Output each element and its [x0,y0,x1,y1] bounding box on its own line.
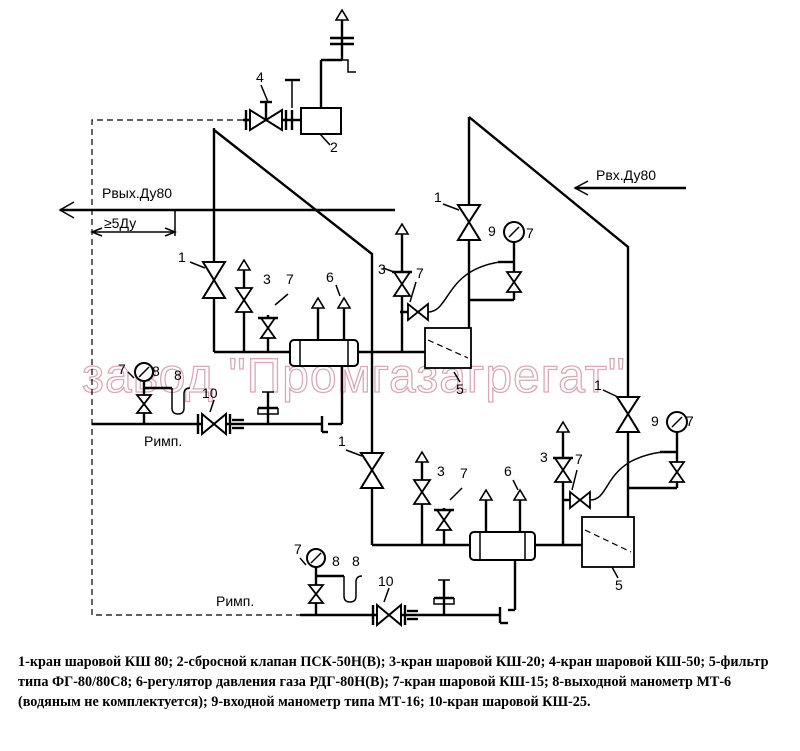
outlet-pressure-label: Pвых.Ду80 [102,185,172,201]
callout-7: 7 [118,361,126,377]
purge-valve-3-lower-left [412,450,432,545]
impulse-line-upper [92,391,342,437]
gas-filter-5-lower [581,516,635,579]
valve-7-upper-filter-side [400,261,501,322]
callout-3: 3 [540,449,548,465]
callout-3: 3 [378,261,386,277]
impulse-pressure-label-lower: Pимп. [216,593,254,609]
distance-label: ≥5Ду [104,215,136,231]
upper-line [214,312,471,354]
valve-7-upper-regulator [258,293,289,352]
callout-2: 2 [330,139,338,155]
callout-3: 3 [437,463,445,479]
callout-7: 7 [294,541,302,557]
callout-4: 4 [256,69,264,85]
callout-8: 8 [152,363,160,379]
valve-7-lower-regulator [434,487,463,545]
inlet-gauge-9-upper [469,221,525,302]
callout-8: 8 [332,553,340,569]
callout-5: 5 [456,381,464,397]
purge-valve-3-upper-right [382,222,412,352]
callout-7: 7 [416,265,424,281]
impulse-dashed-line [91,119,300,616]
callout-7: 7 [526,225,534,241]
impulse-pressure-label-upper: Pимп. [144,433,182,449]
outlet-gauge-group-upper [127,362,191,424]
valve-7-lower-filter-side [562,451,663,510]
callout-1: 1 [594,377,602,393]
callout-10: 10 [378,573,394,589]
callout-5: 5 [615,577,623,593]
callout-3: 3 [263,271,271,287]
ball-valve-1-lower-right [602,389,641,433]
purge-valve-3-upper-left [234,258,254,352]
relief-valve-2 [300,8,356,146]
callout-1: 1 [338,433,346,449]
inlet-gauge-9-lower [628,411,688,490]
outlet-gauge-group-lower [299,548,363,615]
pressure-regulator-6-lower [469,479,536,610]
ball-valve-1-upper-right [442,203,482,241]
callout-9: 9 [488,223,496,239]
callout-9: 9 [651,413,659,429]
impulse-line-lower [300,579,515,628]
ball-valve-1-lower-left [345,449,385,489]
gas-regulator-scheme: завод "Промгазагрегат" [58,8,694,628]
callout-6: 6 [326,269,334,285]
callout-6: 6 [504,463,512,479]
callout-10: 10 [202,385,218,401]
callout-7: 7 [686,413,694,429]
pressure-regulator-6-upper [289,284,359,424]
callout-7: 7 [575,451,583,467]
ball-valve-4 [243,78,301,132]
purge-valve-3-lower-right [553,420,573,545]
callout-8: 8 [352,553,360,569]
callout-7: 7 [460,465,468,481]
ball-valve-1-upper-left [189,261,227,299]
callout-1: 1 [434,189,442,205]
callout-1: 1 [178,249,186,265]
legend-text: 1-кран шаровой КШ 80; 2-сбросной клапан … [18,654,769,710]
inlet-pressure-label: Pвх.Ду80 [596,167,656,183]
gas-filter-5-upper [424,327,472,383]
callout-8: 8 [174,367,182,383]
callout-7: 7 [286,271,294,287]
